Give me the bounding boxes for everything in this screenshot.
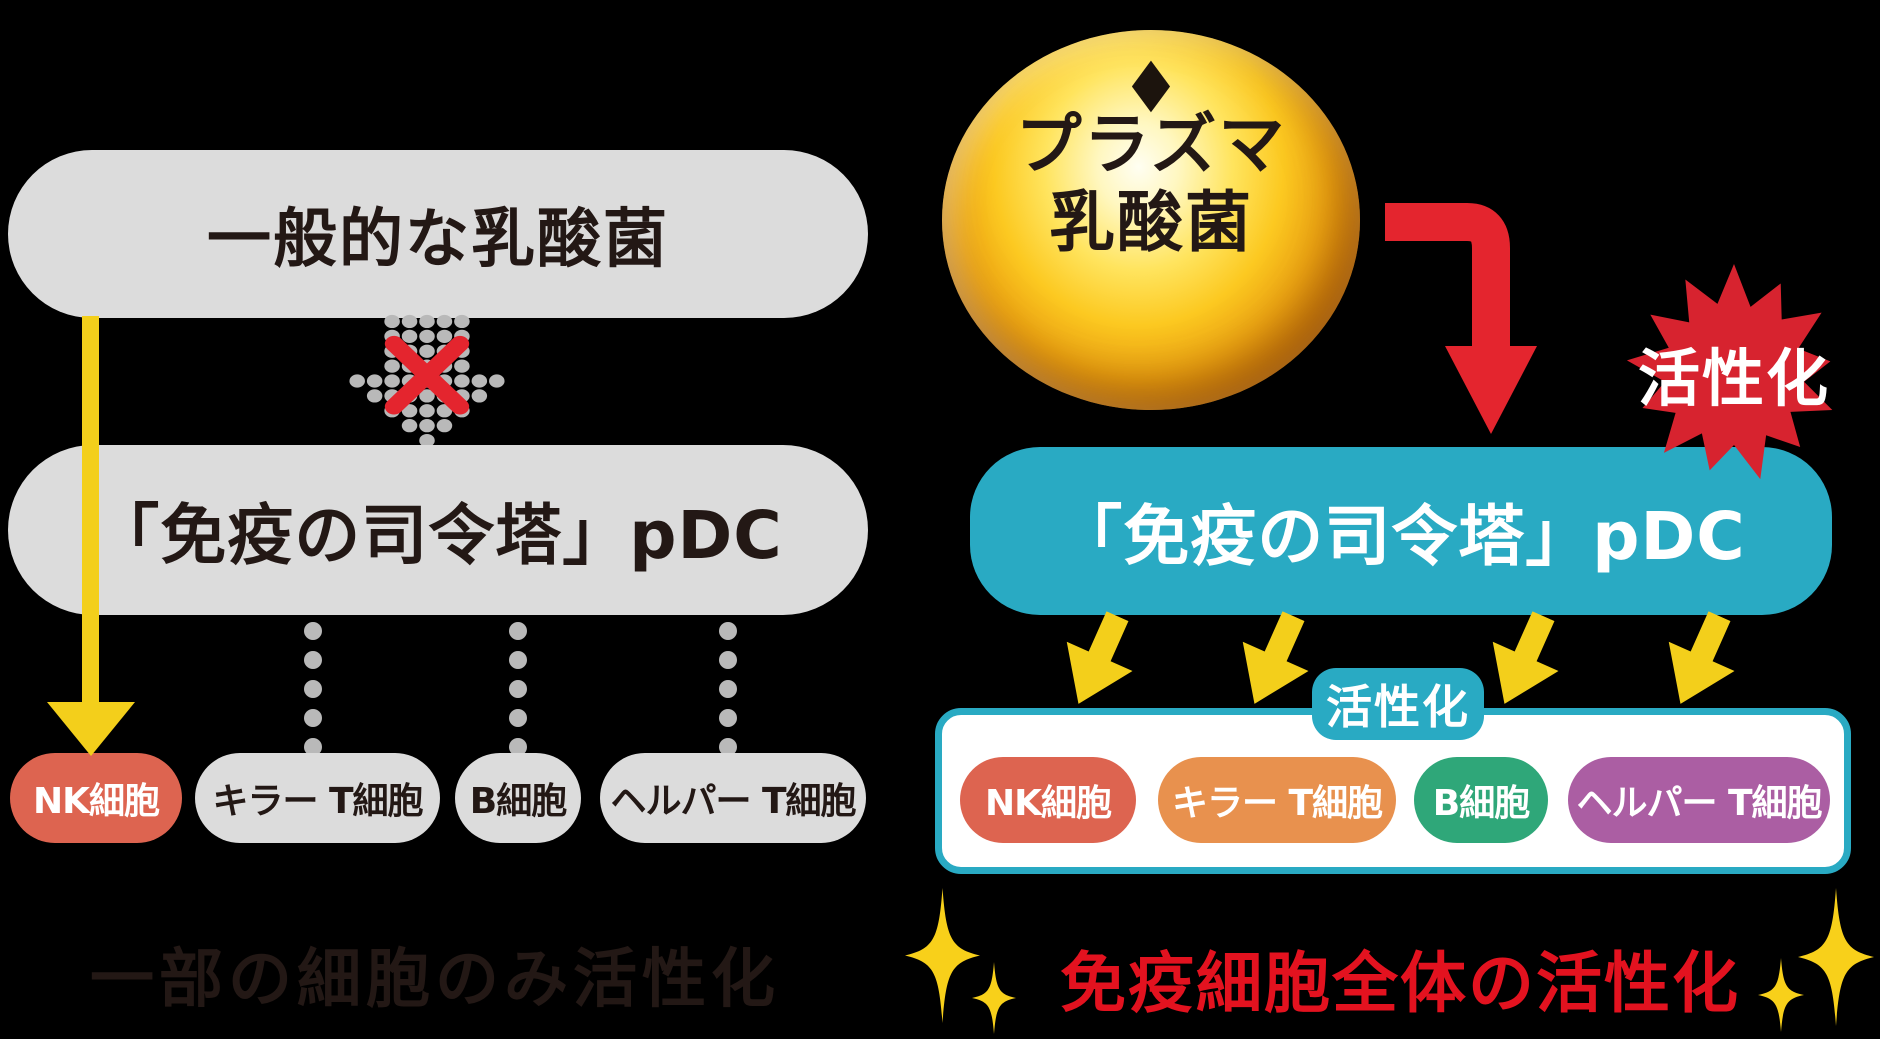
left-cell-nk: NK細胞 (10, 753, 182, 843)
activation-badge: 活性化 (1312, 668, 1484, 740)
activation-badge-label: 活性化 (1326, 680, 1470, 734)
left-cell-nk-label: NK細胞 (32, 781, 160, 822)
left-pdc-label: 「免疫の司令塔」pDC (93, 497, 783, 574)
sparkle-icon (1798, 888, 1874, 1026)
left-cell-b: B細胞 (455, 753, 581, 843)
right-cell-killer-t-label: キラー T細胞 (1171, 783, 1383, 824)
red-x-icon (384, 335, 470, 415)
yellow-arrow-icon (1242, 611, 1309, 704)
right-pdc-box: 「免疫の司令塔」pDC (970, 447, 1832, 615)
left-cell-helper-t-label: ヘルパー T細胞 (610, 781, 856, 822)
dotted-connector (509, 622, 527, 756)
diamond-icon: ◆ (1131, 41, 1171, 121)
yellow-arrow-icon (1668, 611, 1735, 704)
left-cell-killer-t-label: キラー T細胞 (212, 781, 423, 822)
sparkle-icon (1758, 958, 1804, 1032)
right-cell-helper-t-label: ヘルパー T細胞 (1576, 783, 1822, 824)
left-cell-b-label: B細胞 (469, 781, 567, 822)
right-cell-b-label: B細胞 (1432, 783, 1530, 824)
right-cell-helper-t: ヘルパー T細胞 (1568, 757, 1830, 843)
right-cell-killer-t: キラー T細胞 (1158, 757, 1396, 843)
sparkle-icon (905, 888, 980, 1023)
sparkle-icon (972, 962, 1016, 1034)
starburst-icon (1626, 263, 1833, 480)
yellow-arrow-icon (1066, 611, 1133, 704)
left-caption: 一部の細胞のみ活性化 (90, 943, 780, 1017)
right-caption: 免疫細胞全体の活性化 (1060, 945, 1740, 1022)
left-cell-helper-t: ヘルパー T細胞 (600, 753, 866, 843)
right-pdc-label: 「免疫の司令塔」pDC (1056, 498, 1746, 575)
plasma-bacteria-sphere: ◆ プラズマ 乳酸菌 (942, 30, 1360, 410)
red-elbow-arrow-icon (1385, 203, 1537, 434)
sphere-line1: プラズマ (1015, 106, 1287, 183)
right-cell-nk-label: NK細胞 (984, 783, 1112, 824)
activation-burst: 活性化 (1588, 256, 1880, 490)
dotted-connector (304, 622, 322, 756)
blocked-dotted-arrow (349, 314, 505, 448)
left-pdc-box: 「免疫の司令塔」pDC (8, 445, 868, 615)
yellow-arrow-icon (1492, 611, 1559, 704)
activation-burst-label: 活性化 (1637, 342, 1830, 415)
left-yellow-arrow-head-icon (47, 702, 135, 756)
right-cell-b: B細胞 (1414, 757, 1548, 843)
generic-bacteria-label: 一般的な乳酸菌 (207, 203, 669, 277)
left-yellow-arrow-shaft (82, 316, 99, 706)
dotted-connector (719, 622, 737, 756)
generic-bacteria-box: 一般的な乳酸菌 (8, 150, 868, 318)
left-cell-killer-t: キラー T細胞 (195, 753, 440, 843)
sphere-line2: 乳酸菌 (1049, 183, 1253, 261)
right-cell-nk: NK細胞 (960, 757, 1136, 843)
